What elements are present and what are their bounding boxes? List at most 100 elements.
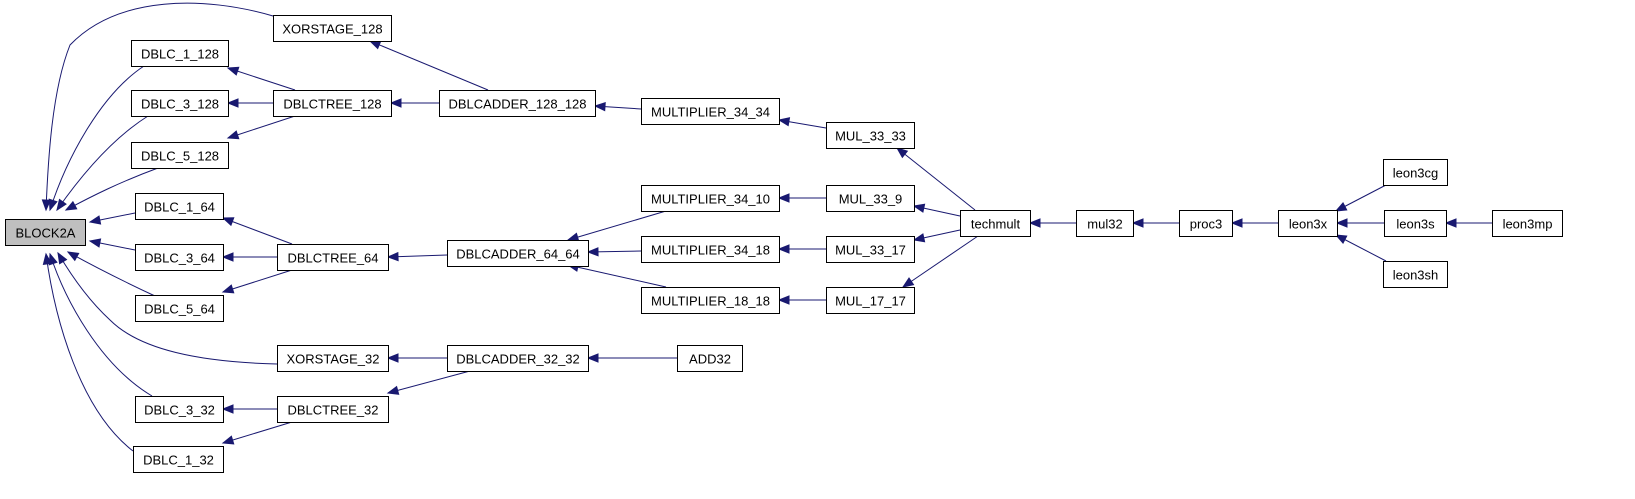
node-label: leon3s — [1396, 217, 1435, 232]
node-leon3cg[interactable]: leon3cg — [1383, 159, 1448, 186]
node-label: mul32 — [1087, 217, 1122, 232]
node-MULTIPLIER_18_18[interactable]: MULTIPLIER_18_18 — [641, 287, 780, 314]
node-ADD32[interactable]: ADD32 — [677, 345, 743, 372]
node-label: DBLCTREE_64 — [287, 251, 378, 266]
node-box — [641, 287, 780, 314]
edge-mul32-to-techmult — [1028, 218, 1076, 228]
arrowhead — [226, 98, 239, 108]
node-DBLC_3_64[interactable]: DBLC_3_64 — [135, 244, 224, 271]
arrowhead — [42, 252, 53, 266]
node-MULTIPLIER_34_10[interactable]: MULTIPLIER_34_10 — [641, 185, 780, 212]
edge-leon3s-to-leon3x — [1335, 218, 1384, 228]
node-label: DBLCADDER_128_128 — [448, 97, 586, 112]
node-DBLCTREE_128[interactable]: DBLCTREE_128 — [273, 90, 392, 117]
edge-XORSTAGE_128-to-BLOCK2A — [41, 2, 274, 212]
node-label: DBLCADDER_64_64 — [456, 247, 580, 262]
arrowhead — [389, 98, 402, 108]
node-XORSTAGE_32[interactable]: XORSTAGE_32 — [277, 345, 389, 372]
edge-DBLC_1_64-to-BLOCK2A — [88, 212, 136, 225]
node-DBLC_3_32[interactable]: DBLC_3_32 — [135, 396, 224, 423]
node-proc3[interactable]: proc3 — [1179, 210, 1233, 237]
node-DBLC_1_128[interactable]: DBLC_1_128 — [131, 40, 229, 67]
node-box — [277, 345, 389, 372]
edge-line — [45, 2, 274, 211]
node-mul32[interactable]: mul32 — [1076, 210, 1134, 237]
node-MUL_33_17[interactable]: MUL_33_17 — [826, 236, 915, 263]
node-DBLCADDER_32_32[interactable]: DBLCADDER_32_32 — [447, 345, 589, 372]
node-DBLC_1_64[interactable]: DBLC_1_64 — [135, 193, 224, 220]
node-label: BLOCK2A — [16, 226, 76, 241]
node-MUL_17_17[interactable]: MUL_17_17 — [826, 287, 915, 314]
node-leon3x[interactable]: leon3x — [1278, 210, 1338, 237]
node-DBLC_5_128[interactable]: DBLC_5_128 — [131, 142, 229, 169]
node-box — [826, 236, 915, 263]
edge-line — [227, 67, 296, 91]
node-XORSTAGE_128[interactable]: XORSTAGE_128 — [273, 15, 392, 42]
arrowhead — [566, 232, 580, 242]
edge-line — [49, 253, 153, 397]
node-leon3s[interactable]: leon3s — [1384, 210, 1447, 237]
edge-MUL_33_17-to-MULTIPLIER_34_18 — [777, 244, 826, 254]
node-label: techmult — [971, 217, 1021, 232]
node-leon3mp[interactable]: leon3mp — [1492, 210, 1563, 237]
arrowhead — [912, 233, 926, 243]
node-DBLC_3_128[interactable]: DBLC_3_128 — [131, 90, 229, 117]
arrowhead — [221, 252, 234, 262]
edge-leon3cg-to-leon3x — [1334, 184, 1387, 212]
arrowhead — [912, 203, 926, 213]
node-box — [1383, 261, 1448, 288]
nodes-layer: BLOCK2AXORSTAGE_128DBLC_1_128DBLC_3_128D… — [5, 15, 1563, 473]
node-DBLCTREE_64[interactable]: DBLCTREE_64 — [277, 244, 389, 271]
edge-DBLCADDER_32_32-to-XORSTAGE_32 — [386, 353, 447, 363]
edge-line — [387, 370, 471, 394]
node-MUL_33_33[interactable]: MUL_33_33 — [826, 122, 915, 149]
node-label: MULTIPLIER_34_18 — [651, 243, 770, 258]
node-DBLCADDER_64_64[interactable]: DBLCADDER_64_64 — [447, 240, 589, 267]
node-box — [826, 122, 915, 149]
node-MULTIPLIER_34_34[interactable]: MULTIPLIER_34_34 — [641, 98, 780, 125]
node-leon3sh[interactable]: leon3sh — [1383, 261, 1448, 288]
node-box — [447, 345, 589, 372]
edge-leon3mp-to-leon3s — [1444, 218, 1492, 228]
arrowhead — [777, 193, 790, 203]
node-box — [1179, 210, 1233, 237]
node-box — [1278, 210, 1338, 237]
arrowhead — [221, 217, 235, 227]
node-DBLC_5_64[interactable]: DBLC_5_64 — [135, 295, 224, 322]
node-MUL_33_9[interactable]: MUL_33_9 — [826, 185, 915, 212]
edge-DBLCTREE_128-to-DBLC_5_128 — [226, 115, 296, 140]
node-MULTIPLIER_34_18[interactable]: MULTIPLIER_34_18 — [641, 236, 780, 263]
edge-leon3sh-to-leon3x — [1334, 234, 1387, 262]
node-box — [135, 193, 224, 220]
arrowhead — [368, 40, 382, 50]
node-label: MULTIPLIER_18_18 — [651, 294, 770, 309]
arrowhead — [1131, 218, 1144, 228]
arrowhead — [777, 295, 790, 305]
edge-techmult-to-MUL_33_17 — [912, 229, 961, 243]
node-label: leon3cg — [1393, 166, 1439, 181]
node-DBLCTREE_32[interactable]: DBLCTREE_32 — [277, 396, 389, 423]
arrowhead — [48, 198, 58, 212]
node-box — [135, 244, 224, 271]
edge-DBLC_5_128-to-BLOCK2A — [64, 167, 159, 211]
node-box — [826, 185, 915, 212]
node-box — [277, 396, 389, 423]
node-label: XORSTAGE_128 — [282, 22, 382, 37]
node-BLOCK2A[interactable]: BLOCK2A — [5, 219, 86, 246]
edge-line — [222, 217, 293, 245]
node-label: DBLCTREE_128 — [283, 97, 381, 112]
edge-DBLC_3_64-to-BLOCK2A — [88, 238, 136, 251]
node-label: MUL_33_9 — [839, 192, 903, 207]
node-DBLC_1_32[interactable]: DBLC_1_32 — [133, 446, 224, 473]
edges-layer — [41, 2, 1492, 452]
arrowhead — [226, 130, 240, 140]
node-box — [133, 446, 224, 473]
node-techmult[interactable]: techmult — [960, 210, 1031, 237]
arrowhead — [221, 284, 235, 294]
node-box — [641, 98, 780, 125]
node-box — [677, 345, 743, 372]
edge-techmult-to-MUL_17_17 — [901, 235, 979, 288]
node-DBLCADDER_128_128[interactable]: DBLCADDER_128_128 — [439, 90, 596, 117]
edge-MULTIPLIER_34_34-to-DBLCADDER_128_128 — [593, 101, 642, 112]
